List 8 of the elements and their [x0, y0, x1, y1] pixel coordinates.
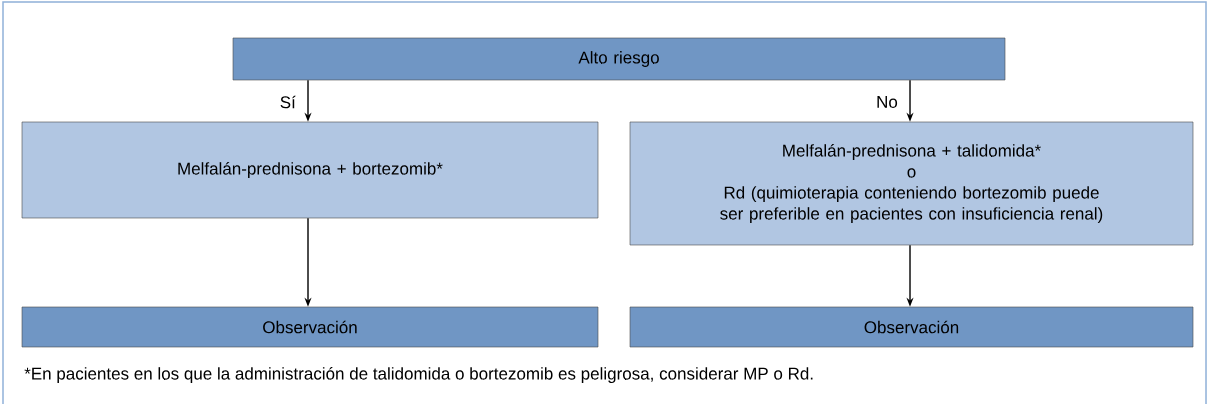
header-box: Observación [629, 306, 1194, 348]
treatment-box: Melfalán-prednisona + talidomida* o Rd (quimioterapia conteniendo bortezomib puede ser preferible en pacientes con insuficiencia renal) [629, 121, 1194, 246]
edge-label: No [877, 96, 898, 108]
header-box: Alto riesgo [232, 37, 1006, 81]
edge-label: Sí [280, 95, 296, 109]
treatment-box: Melfalán-prednisona + bortezomib* [21, 121, 599, 219]
header-box: Observación [21, 306, 599, 348]
footnote: *En pacientes en los que la administración de talidomida o bortezomib es peligrosa, considerar MP o Rd. [24, 367, 813, 383]
